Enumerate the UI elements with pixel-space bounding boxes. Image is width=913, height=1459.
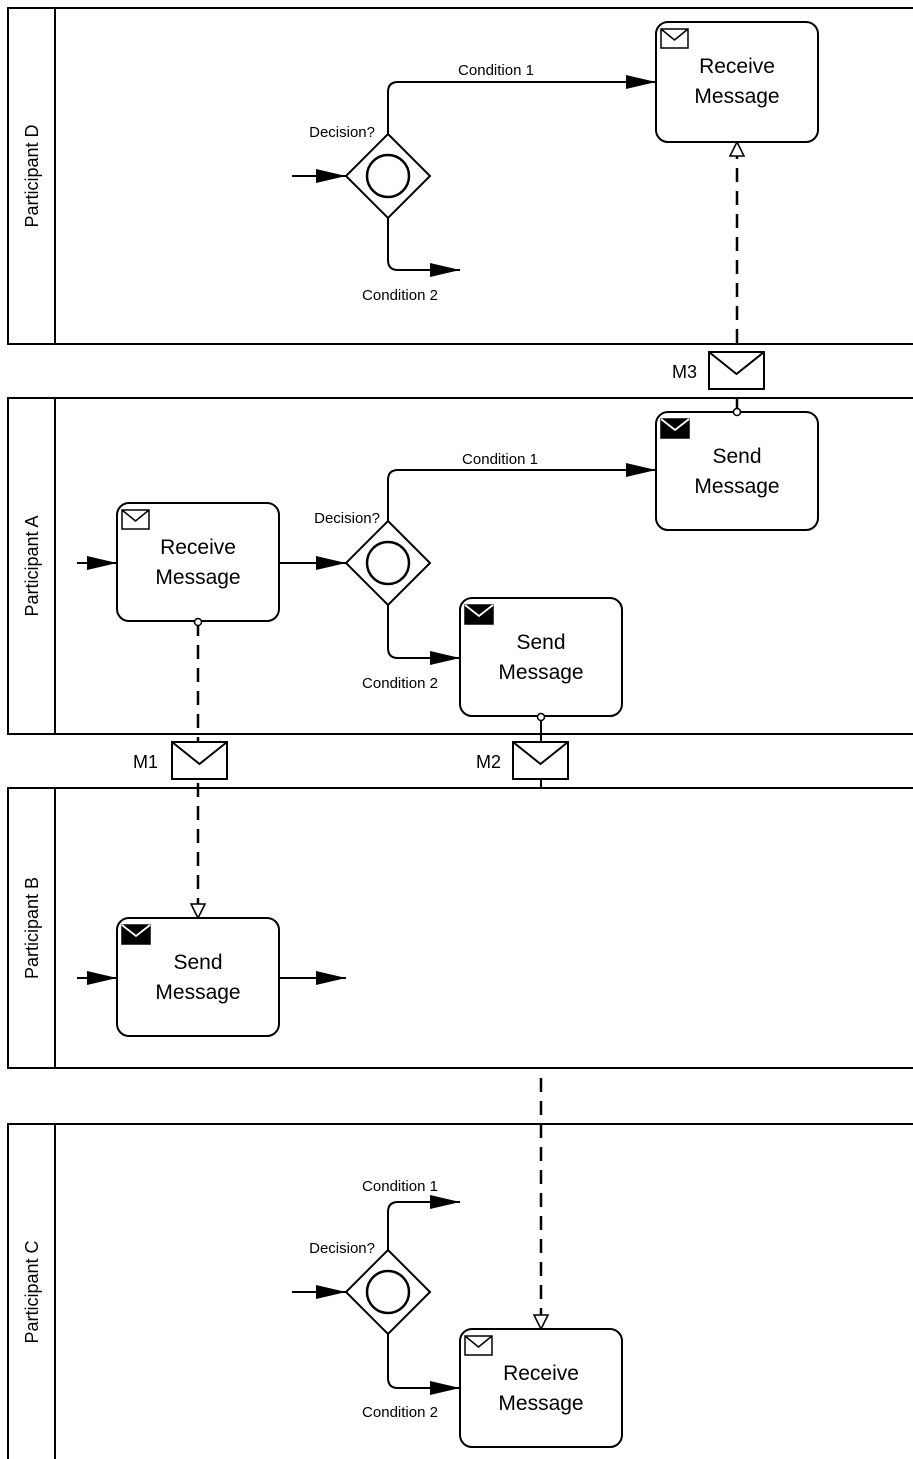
condition-2-label-c: Condition 2 <box>362 1404 438 1421</box>
condition-1-label-a: Condition 1 <box>462 451 538 468</box>
task-send-message-a2[interactable]: Send Message <box>459 597 623 717</box>
task-label-line2: Message <box>498 661 583 684</box>
message-label-m3: M3 <box>672 362 697 382</box>
task-label-line2: Message <box>694 85 779 108</box>
pool-participant-a: Participant A Receive Message Decision? … <box>7 397 913 735</box>
message-flow-m3: M3 <box>672 142 765 412</box>
message-label-m1: M1 <box>133 752 158 772</box>
condition-2-label-d: Condition 2 <box>362 287 438 304</box>
task-label-line1: Receive <box>699 55 775 78</box>
message-envelope-icon <box>708 351 765 390</box>
envelope-outline-icon <box>660 28 689 49</box>
task-receive-message-d[interactable]: Receive Message <box>655 21 819 143</box>
task-label-line2: Message <box>155 981 240 1004</box>
event-gateway-a[interactable] <box>344 519 432 607</box>
envelope-filled-icon <box>660 418 690 439</box>
message-flow-m1: M1 <box>133 622 228 918</box>
message-flow-m2: M2 <box>476 712 569 1329</box>
sequence-flow-condition-2 <box>387 1334 460 1395</box>
sequence-flow-condition-1 <box>387 463 656 521</box>
message-envelope-icon <box>171 741 228 780</box>
task-label-line2: Message <box>694 475 779 498</box>
envelope-outline-icon <box>464 1335 493 1356</box>
condition-1-label-d: Condition 1 <box>458 62 534 79</box>
sequence-flow-condition-1 <box>387 1195 460 1250</box>
pool-participant-d: Participant D Decision? Condition 1 Cond… <box>7 7 913 345</box>
task-label-line1: Send <box>712 445 761 468</box>
pool-label-b: Participant B <box>22 877 42 979</box>
message-envelope-icon <box>512 741 569 780</box>
task-send-message-b[interactable]: Send Message <box>116 917 280 1037</box>
condition-2-label-a: Condition 2 <box>362 675 438 692</box>
pool-participant-c: Participant C Decision? Condition 1 Cond… <box>7 1123 913 1459</box>
gateway-label-a: Decision? <box>314 510 380 527</box>
task-label-line1: Receive <box>160 536 236 559</box>
envelope-outline-icon <box>121 509 150 530</box>
sequence-flow-condition-1 <box>387 75 656 134</box>
sequence-flow-condition-2 <box>387 218 460 277</box>
task-receive-message-a[interactable]: Receive Message <box>116 502 280 622</box>
message-label-m2: M2 <box>476 752 501 772</box>
event-gateway-d[interactable] <box>344 132 432 220</box>
task-receive-message-c[interactable]: Receive Message <box>459 1328 623 1448</box>
task-label-line2: Message <box>498 1392 583 1415</box>
pool-participant-b: Participant B Send Message <box>7 787 913 1069</box>
task-label-line1: Send <box>173 951 222 974</box>
envelope-filled-icon <box>121 924 151 945</box>
condition-1-label-c: Condition 1 <box>362 1178 438 1195</box>
task-label-line2: Message <box>155 566 240 589</box>
envelope-filled-icon <box>464 604 494 625</box>
pool-label-c: Participant C <box>22 1240 42 1343</box>
task-label-line1: Send <box>516 631 565 654</box>
gateway-label-d: Decision? <box>309 124 375 141</box>
task-send-message-a1[interactable]: Send Message <box>655 411 819 531</box>
gateway-label-c: Decision? <box>309 1240 375 1257</box>
pool-label-d: Participant D <box>22 124 42 227</box>
task-label-line1: Receive <box>503 1362 579 1385</box>
event-gateway-c[interactable] <box>344 1248 432 1336</box>
pool-label-a: Participant A <box>22 515 42 616</box>
sequence-flow-condition-2 <box>387 605 460 665</box>
